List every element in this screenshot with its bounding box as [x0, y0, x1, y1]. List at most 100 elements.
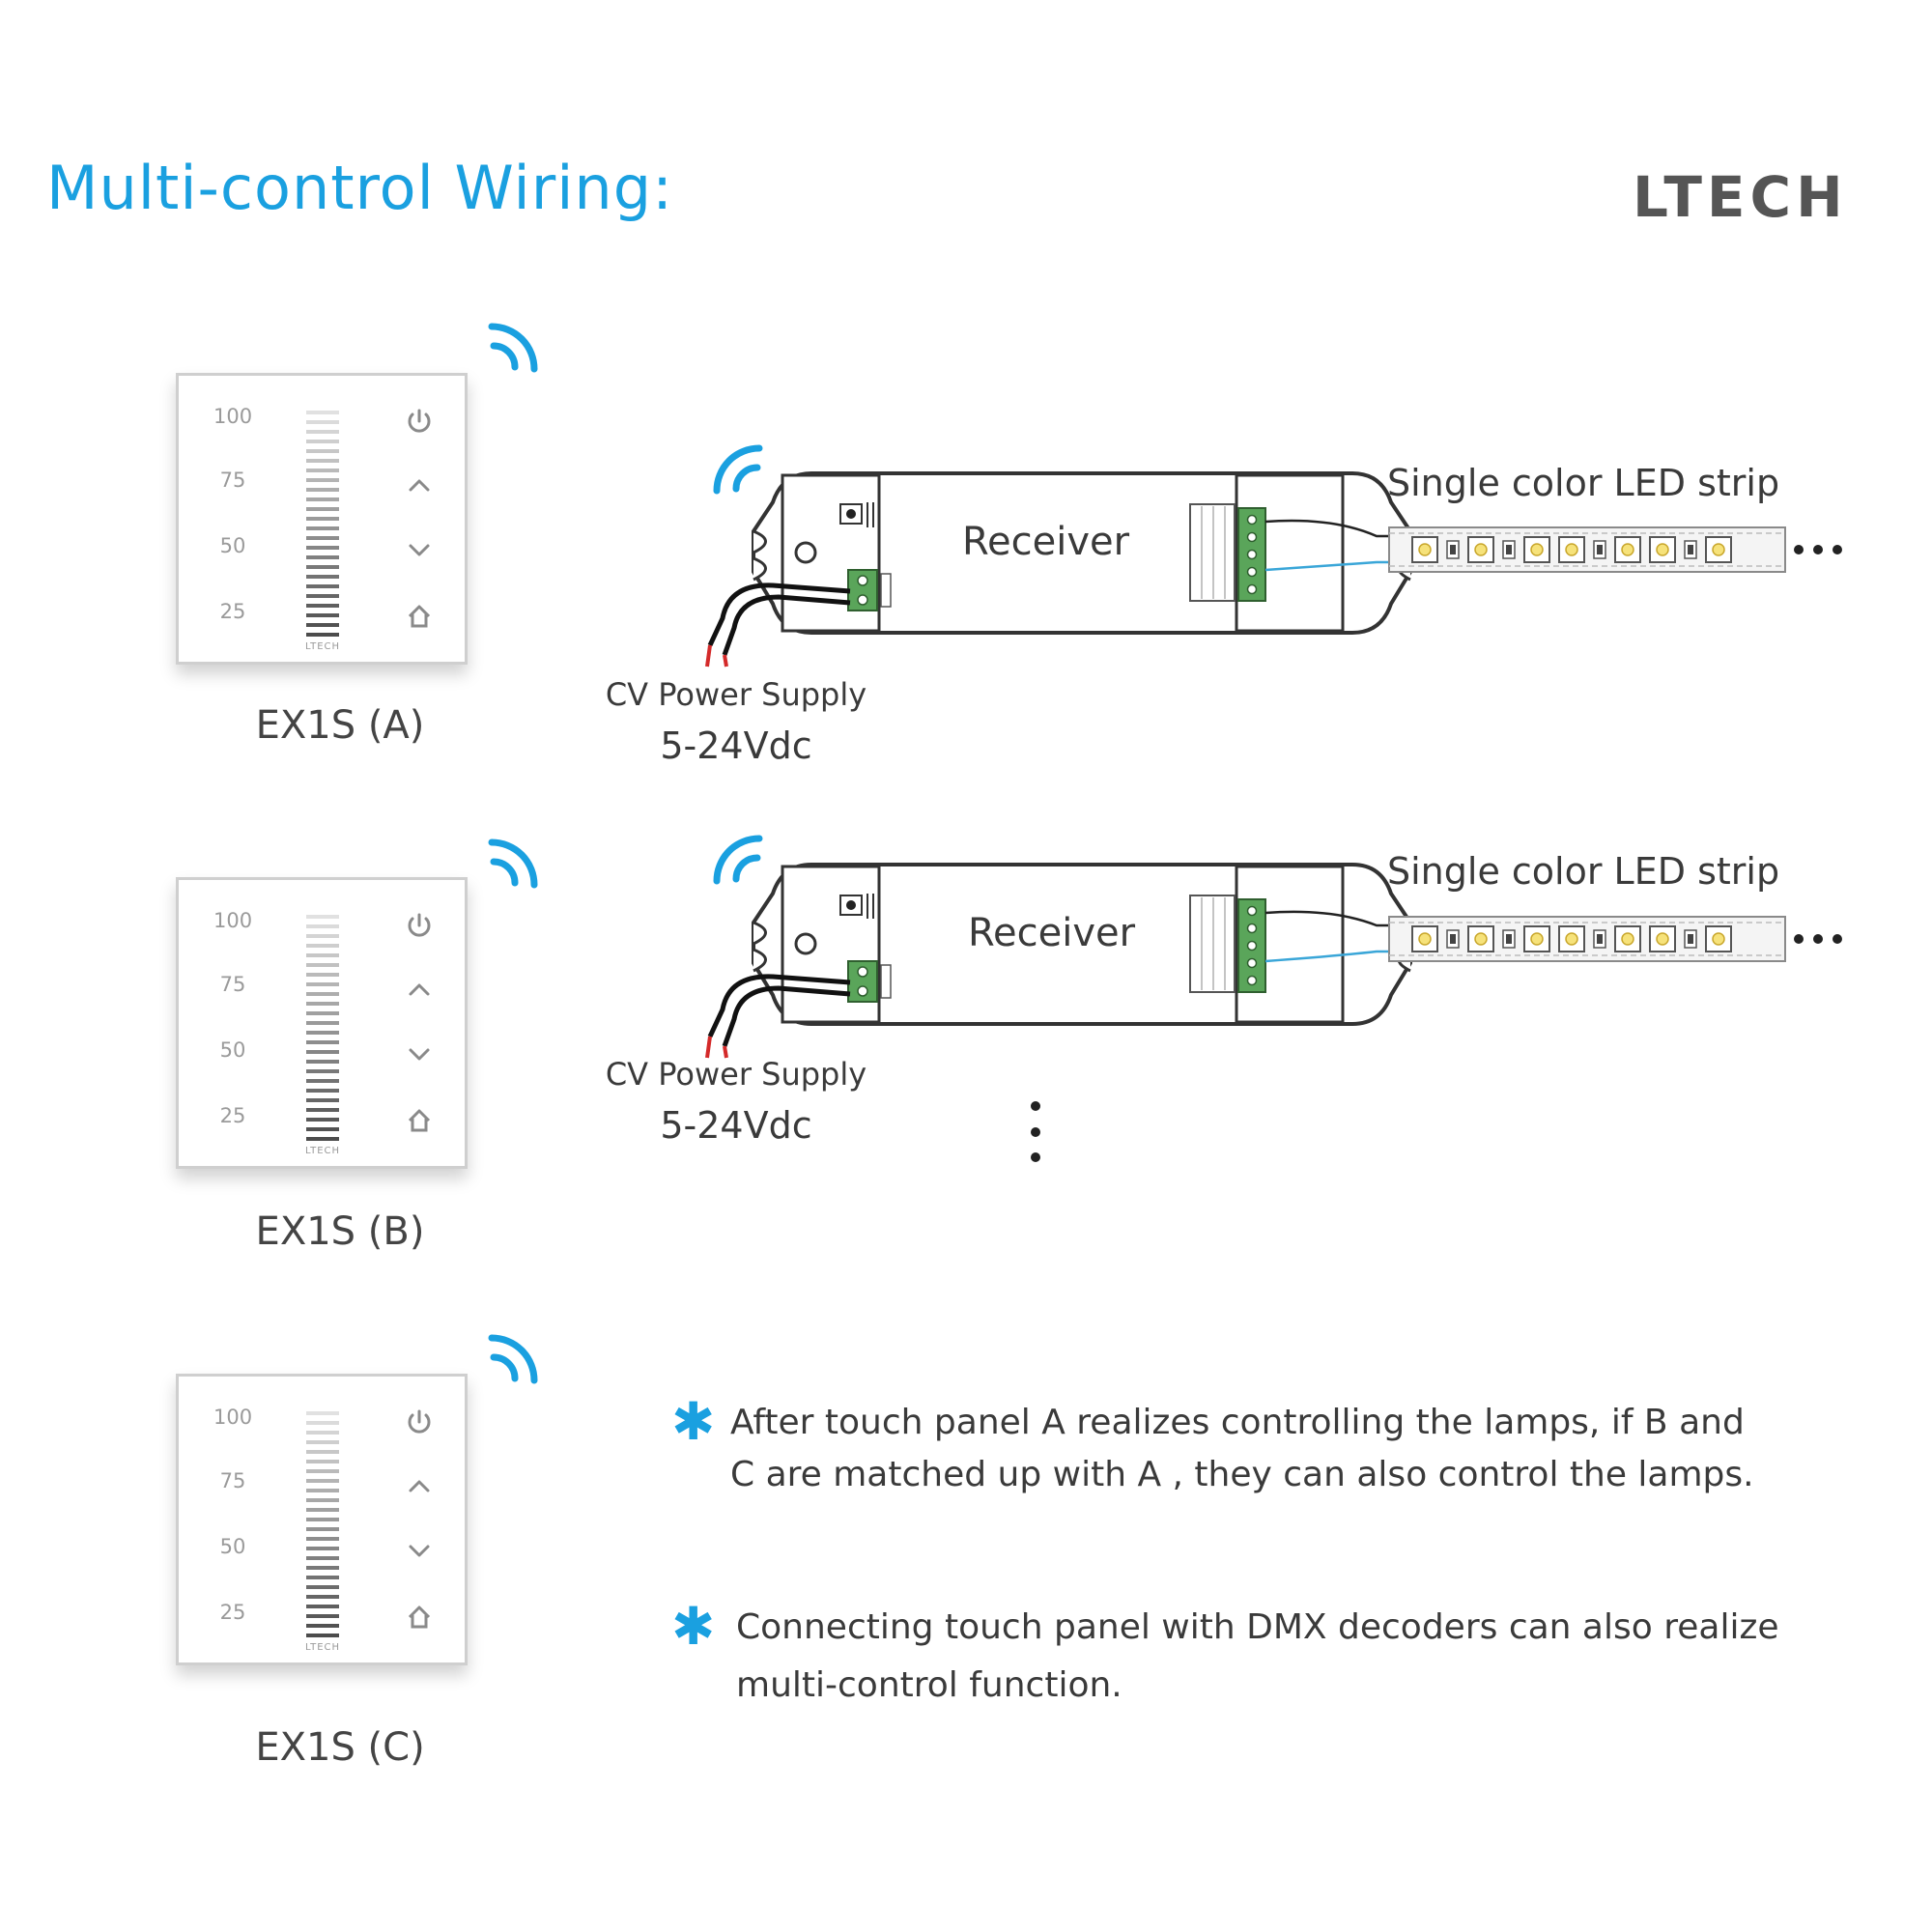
- slider-tick: [306, 1089, 339, 1093]
- home-icon[interactable]: [403, 1601, 436, 1634]
- power-icon[interactable]: [403, 405, 436, 438]
- slider-tick: [306, 526, 339, 530]
- slider-tick: [306, 1460, 339, 1463]
- slider-tick: [306, 1060, 339, 1064]
- slider-tick: [306, 1002, 339, 1006]
- scale-label: 100: [213, 405, 253, 428]
- wireless-icon-receiver-1: [717, 448, 759, 491]
- power-wire-black-3: [707, 974, 851, 1038]
- strip-1-label: Single color LED strip: [1387, 462, 1780, 504]
- psu-1-label: CV Power Supply: [605, 676, 867, 713]
- slider-tick: [306, 1508, 339, 1512]
- home-icon[interactable]: [403, 1104, 436, 1137]
- slider-tick: [306, 1421, 339, 1425]
- power-icon[interactable]: [403, 909, 436, 942]
- psu-1-voltage: 5-24Vdc: [660, 724, 812, 767]
- note-1-line-1: After touch panel A realizes controlling…: [730, 1403, 1745, 1442]
- receiver-1-label: Receiver: [962, 520, 1130, 564]
- slider-tick: [306, 420, 339, 424]
- power-icon[interactable]: [403, 1406, 436, 1438]
- power-wire-black-1: [707, 582, 851, 647]
- slider-tick: [306, 1108, 339, 1112]
- chevron-down-icon[interactable]: [403, 1535, 436, 1568]
- scale-label: 75: [219, 469, 246, 492]
- brand-logo: LTECH: [1633, 164, 1848, 230]
- note-2-asterisk-icon: ✱: [671, 1596, 716, 1657]
- led-chip: [1467, 536, 1494, 563]
- wireless-icon-panel-c: [492, 1338, 534, 1380]
- led-resistor: [1446, 929, 1460, 949]
- led-resistor: [1502, 929, 1516, 949]
- led-chip: [1523, 925, 1550, 952]
- scale-label: 75: [219, 1469, 246, 1492]
- led-resistor: [1593, 540, 1606, 559]
- slider-tick: [306, 1021, 339, 1025]
- slider-tick: [306, 1537, 339, 1541]
- chevron-up-icon[interactable]: [403, 1471, 436, 1504]
- power-wire-red-3: [705, 1036, 712, 1059]
- led-chip: [1467, 925, 1494, 952]
- chevron-down-icon[interactable]: [403, 1038, 436, 1071]
- slider-tick: [306, 1479, 339, 1483]
- slider-tick: [306, 944, 339, 948]
- scale-label: 25: [219, 600, 246, 623]
- slider-tick: [306, 1031, 339, 1035]
- slider-tick: [306, 1634, 339, 1637]
- output-wire-blue-2: [1264, 950, 1398, 963]
- slider-tick: [306, 1050, 339, 1054]
- slider-tick: [306, 507, 339, 511]
- slider-tick: [306, 1069, 339, 1073]
- home-icon[interactable]: [403, 600, 436, 633]
- led-resistor: [1446, 540, 1460, 559]
- slider-tick: [306, 575, 339, 579]
- slider-tick: [306, 1040, 339, 1044]
- slider-tick: [306, 1431, 339, 1435]
- slider-tick: [306, 459, 339, 463]
- panel-logo: LTECH: [304, 1146, 341, 1156]
- chevron-up-icon[interactable]: [403, 975, 436, 1008]
- slider-tick: [306, 1450, 339, 1454]
- strip-2-label: Single color LED strip: [1387, 850, 1780, 893]
- output-wire-black-2: [1264, 910, 1398, 927]
- slider-tick: [306, 1585, 339, 1589]
- slider-tick: [306, 1566, 339, 1570]
- slider-tick: [306, 633, 339, 637]
- led-chip: [1614, 925, 1641, 952]
- slider-tick: [306, 1595, 339, 1599]
- psu-2-label: CV Power Supply: [605, 1056, 867, 1093]
- slider-tick: [306, 1556, 339, 1560]
- led-chip: [1705, 536, 1732, 563]
- slider-tick: [306, 604, 339, 608]
- slider-tick: [306, 1137, 339, 1141]
- slider-tick: [306, 953, 339, 957]
- panel-c-label: EX1S (C): [255, 1725, 425, 1770]
- slider-tick: [306, 963, 339, 967]
- scale-label: 50: [219, 534, 246, 557]
- power-wire-black-4: [722, 985, 851, 1047]
- led-chip: [1523, 536, 1550, 563]
- slider-tick: [306, 1624, 339, 1628]
- continuation-dots-2: [1794, 934, 1842, 944]
- led-chip: [1649, 925, 1676, 952]
- led-resistor: [1502, 540, 1516, 559]
- panel-b-label: EX1S (B): [255, 1209, 425, 1254]
- wireless-icon-receiver-2: [717, 838, 759, 881]
- slider-tick: [306, 1614, 339, 1618]
- slider-tick: [306, 1547, 339, 1550]
- receiver-2-label: Receiver: [968, 911, 1136, 955]
- slider-tick: [306, 1489, 339, 1492]
- slider-tick: [306, 469, 339, 472]
- slider-tick: [306, 924, 339, 928]
- slider-tick: [306, 440, 339, 443]
- chevron-down-icon[interactable]: [403, 534, 436, 567]
- slider-tick: [306, 1011, 339, 1015]
- slider-tick: [306, 449, 339, 453]
- slider-tick: [306, 934, 339, 938]
- slider-tick: [306, 973, 339, 977]
- led-resistor: [1684, 929, 1697, 949]
- scale-label: 25: [219, 1104, 246, 1127]
- slider-tick: [306, 517, 339, 521]
- chevron-up-icon[interactable]: [403, 470, 436, 503]
- slider-tick: [306, 623, 339, 627]
